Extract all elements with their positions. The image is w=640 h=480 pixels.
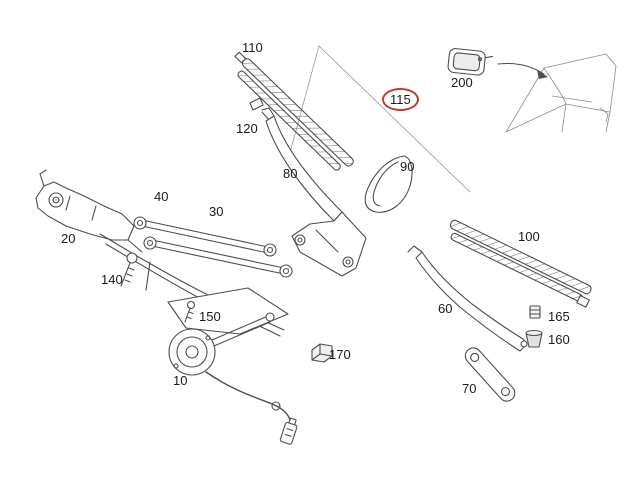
part-label-100: 100 [518, 229, 540, 244]
part-110-wiper-blade [234, 51, 354, 171]
part-170-clip [311, 343, 333, 363]
part-120-blade-clip [249, 97, 270, 121]
part-label-150: 150 [199, 309, 221, 324]
leader-lines [287, 45, 471, 193]
part-label-140: 140 [101, 272, 123, 287]
part-label-90: 90 [400, 159, 415, 174]
part-label-30: 30 [209, 204, 224, 219]
part-60-wiper-arm [407, 245, 528, 352]
part-200-rain-sensor [447, 48, 493, 76]
car-windshield-sketch [497, 53, 617, 133]
part-label-70: 70 [462, 381, 477, 396]
part-10-wiper-motor [168, 312, 298, 445]
part-label-40: 40 [154, 189, 169, 204]
part-label-120: 120 [236, 121, 258, 136]
part-100-wiper-blade [449, 219, 592, 308]
part-label-160: 160 [548, 332, 570, 347]
part-90-cover-cap [364, 155, 413, 213]
part-label-80: 80 [283, 166, 298, 181]
part-160-cap [525, 329, 543, 348]
part-label-165: 165 [548, 309, 570, 324]
part-150-screw [184, 300, 196, 323]
part-20-drive-bracket [35, 169, 143, 253]
part-label-60: 60 [438, 301, 453, 316]
part-70-arm-link [464, 347, 516, 402]
part-label-170: 170 [329, 347, 351, 362]
part-140-bolt [120, 252, 138, 287]
part-165-nut [529, 305, 541, 319]
part-30-linkage-rod [143, 236, 293, 278]
part-80-wiper-arm [261, 107, 367, 277]
part-40-linkage-rod [133, 216, 277, 257]
part-label-110: 110 [242, 40, 263, 55]
part-label-115-highlighted: 115 [382, 88, 419, 111]
part-label-10: 10 [173, 373, 188, 388]
part-label-20: 20 [61, 231, 76, 246]
part-label-200: 200 [451, 75, 473, 90]
